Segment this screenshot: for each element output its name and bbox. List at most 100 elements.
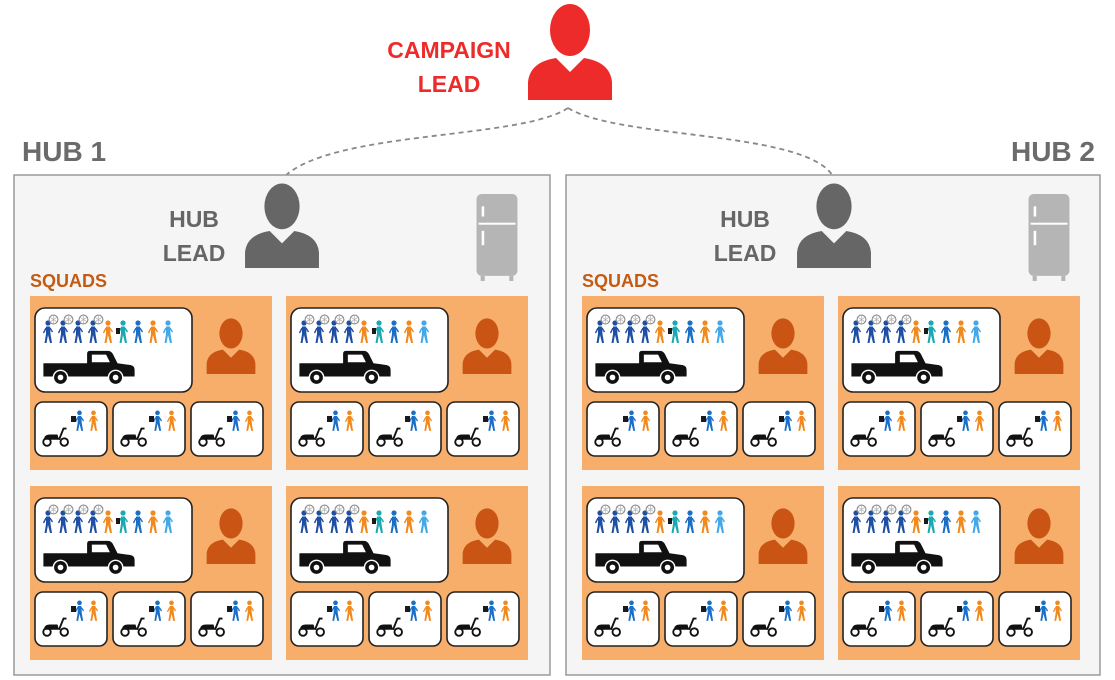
scooter-team-frame (368, 401, 442, 457)
squads-label: SQUADS (582, 271, 659, 291)
sprayer-icon (71, 416, 76, 422)
truck-team-card (842, 307, 1001, 393)
sprayer-icon (227, 416, 232, 422)
truck-team-card (290, 497, 449, 583)
truck-team-card (34, 307, 193, 393)
connector-hub1 (282, 107, 569, 179)
sprayer-icon (372, 328, 376, 334)
sprayer-icon (1035, 416, 1040, 422)
hub-2: HUB 2 HUB LEAD SQUADS (565, 136, 1101, 676)
scooter-team-frame (34, 591, 108, 647)
campaign-lead-line1: CAMPAIGN (387, 37, 511, 63)
scooter-team-frame (112, 401, 186, 457)
squad (30, 486, 272, 660)
scooter-team-card (368, 591, 442, 647)
squad (286, 296, 528, 470)
scooter-team-card (34, 401, 108, 457)
scooter-team-frame (998, 591, 1072, 647)
scooter-team-frame (664, 401, 738, 457)
sprayer-icon (227, 606, 232, 612)
sprayer-icon (924, 328, 928, 334)
hub-1: HUB 1 HUB LEAD SQUADS (13, 136, 551, 676)
refrigerator-icon (476, 194, 518, 281)
connector-hub2 (567, 107, 835, 179)
scooter-team-card (742, 401, 816, 457)
scooter-team-frame (998, 401, 1072, 457)
sprayer-icon (327, 606, 332, 612)
sprayer-icon (149, 416, 154, 422)
truck-team-card (34, 497, 193, 583)
hub-title: HUB 1 (22, 136, 106, 167)
scooter-team-frame (446, 591, 520, 647)
campaign-lead-line2: LEAD (418, 71, 481, 97)
sprayer-icon (623, 416, 628, 422)
scooter-team-card (446, 591, 520, 647)
scooter-team-card (290, 401, 364, 457)
hub-lead-line1: HUB (720, 206, 770, 232)
scooter-team-frame (586, 401, 660, 457)
sprayer-icon (483, 416, 488, 422)
scooter-team-card (920, 401, 994, 457)
scooter-team-frame (34, 401, 108, 457)
sprayer-icon (668, 328, 672, 334)
squads-label: SQUADS (30, 271, 107, 291)
hub-title: HUB 2 (1011, 136, 1095, 167)
sprayer-icon (405, 606, 410, 612)
scooter-team-frame (446, 401, 520, 457)
scooter-team-card (290, 591, 364, 647)
sprayer-icon (957, 416, 962, 422)
scooter-team-card (112, 401, 186, 457)
scooter-team-frame (920, 591, 994, 647)
hub-lead-line2: LEAD (714, 240, 777, 266)
scooter-team-frame (664, 591, 738, 647)
refrigerator-icon (1028, 194, 1070, 281)
sprayer-icon (957, 606, 962, 612)
scooter-team-card (842, 591, 916, 647)
hub-lead-line1: HUB (169, 206, 219, 232)
sprayer-icon (1035, 606, 1040, 612)
squad (582, 296, 824, 470)
sprayer-icon (879, 606, 884, 612)
sprayer-icon (879, 416, 884, 422)
scooter-team-frame (190, 401, 264, 457)
sprayer-icon (924, 518, 928, 524)
hubs: HUB 1 HUB LEAD SQUADS HUB 2 HUB LEAD SQUADS (13, 136, 1101, 676)
scooter-team-card (190, 591, 264, 647)
scooter-team-card (446, 401, 520, 457)
sprayer-icon (779, 416, 784, 422)
squad (30, 296, 272, 470)
truck-team-card (586, 497, 745, 583)
scooter-team-card (368, 401, 442, 457)
squad (582, 486, 824, 660)
hub-lead-line2: LEAD (163, 240, 226, 266)
sprayer-icon (701, 606, 706, 612)
sprayer-icon (668, 518, 672, 524)
scooter-team-card (742, 591, 816, 647)
sprayer-icon (71, 606, 76, 612)
sprayer-icon (372, 518, 376, 524)
scooter-team-frame (190, 591, 264, 647)
scooter-team-frame (742, 591, 816, 647)
truck-team-card (842, 497, 1001, 583)
scooter-team-frame (586, 591, 660, 647)
squad (838, 296, 1080, 470)
scooter-team-frame (112, 591, 186, 647)
sprayer-icon (701, 416, 706, 422)
scooter-team-frame (920, 401, 994, 457)
person-icon (528, 4, 612, 100)
scooter-team-card (920, 591, 994, 647)
scooter-team-card (586, 401, 660, 457)
scooter-team-card (112, 591, 186, 647)
squad (838, 486, 1080, 660)
scooter-team-card (998, 591, 1072, 647)
campaign-lead: CAMPAIGN LEAD (387, 4, 612, 100)
sprayer-icon (405, 416, 410, 422)
scooter-team-frame (290, 401, 364, 457)
scooter-team-card (664, 591, 738, 647)
scooter-team-card (998, 401, 1072, 457)
scooter-team-frame (842, 591, 916, 647)
scooter-team-frame (290, 591, 364, 647)
scooter-team-frame (742, 401, 816, 457)
